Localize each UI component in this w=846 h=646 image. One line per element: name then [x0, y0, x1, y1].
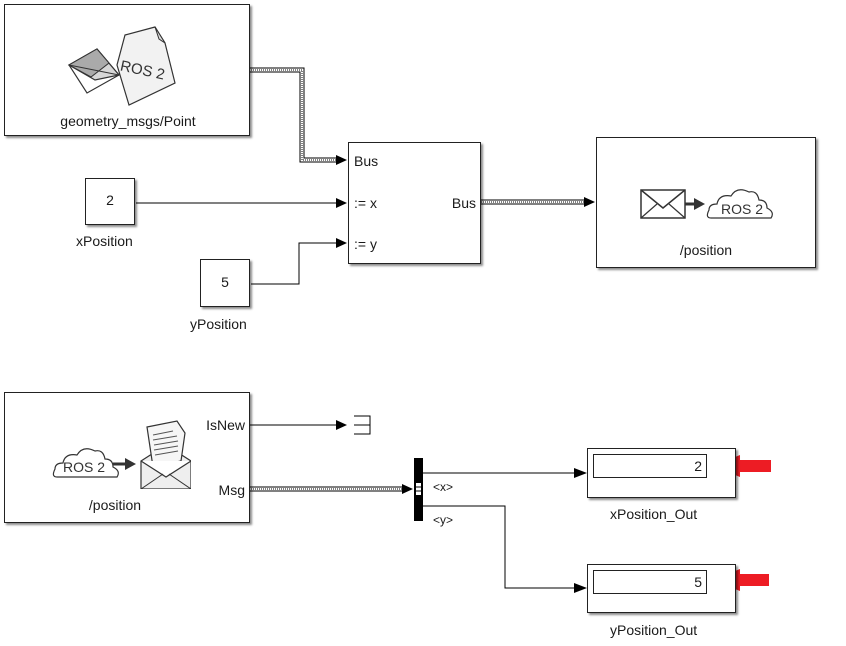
subscriber-output-isnew: IsNew	[206, 417, 245, 433]
ros2-subscriber-block[interactable]: ROS 2 IsNew Msg /position	[4, 392, 250, 523]
blank-message-label: geometry_msgs/Point	[60, 113, 196, 129]
blank-message-block[interactable]: ROS 2 geometry_msgs/Point	[4, 4, 250, 136]
y-position-value: 5	[221, 274, 229, 290]
x-position-out-value: 2	[593, 454, 707, 478]
publisher-icon-text: ROS 2	[721, 201, 764, 217]
bus-assignment-output-bus: Bus	[451, 195, 476, 211]
signal-line-y[interactable]	[251, 238, 347, 285]
publish-icon	[640, 189, 773, 219]
bus-assignment-input-x: := x	[354, 195, 377, 211]
publisher-topic-label: /position	[679, 242, 733, 258]
signal-line-isnew[interactable]	[249, 420, 347, 430]
x-position-label: xPosition	[76, 233, 133, 249]
bus-assignment-block[interactable]: Bus := x := y Bus	[348, 142, 481, 264]
bus-line-message-to-assignment[interactable]	[249, 67, 347, 165]
ros2-message-icon	[67, 26, 176, 106]
bus-selector-block[interactable]	[414, 458, 423, 521]
signal-line-y-out[interactable]	[423, 505, 587, 593]
bus-assignment-input-y: := y	[354, 236, 377, 252]
signal-line-x-out[interactable]	[423, 468, 587, 478]
bus-selector-output-y: <y>	[433, 513, 454, 527]
ros2-publisher-block[interactable]: ROS 2 /position	[596, 137, 816, 268]
subscriber-output-msg: Msg	[218, 482, 245, 498]
x-position-value: 2	[106, 192, 114, 208]
bus-assignment-input-bus: Bus	[354, 153, 379, 169]
x-position-out-display-block[interactable]: 2	[587, 448, 736, 498]
bus-line-msg-to-selector[interactable]	[249, 484, 413, 494]
x-position-constant-block[interactable]: 2	[85, 178, 135, 225]
y-position-out-display-block[interactable]: 5	[587, 564, 736, 613]
terminator-block[interactable]	[354, 415, 371, 435]
y-position-constant-block[interactable]: 5	[200, 259, 250, 307]
y-position-out-value: 5	[593, 570, 707, 594]
subscriber-icon-text: ROS 2	[63, 459, 106, 475]
signal-line-x[interactable]	[136, 198, 347, 208]
y-position-label: yPosition	[190, 316, 247, 332]
subscriber-topic-label: /position	[88, 497, 142, 513]
x-position-out-label: xPosition_Out	[610, 506, 698, 522]
bus-line-assignment-to-publisher[interactable]	[481, 197, 595, 207]
y-position-out-label: yPosition_Out	[610, 622, 698, 638]
subscribe-icon	[52, 420, 191, 489]
bus-selector-output-x: <x>	[433, 480, 454, 494]
